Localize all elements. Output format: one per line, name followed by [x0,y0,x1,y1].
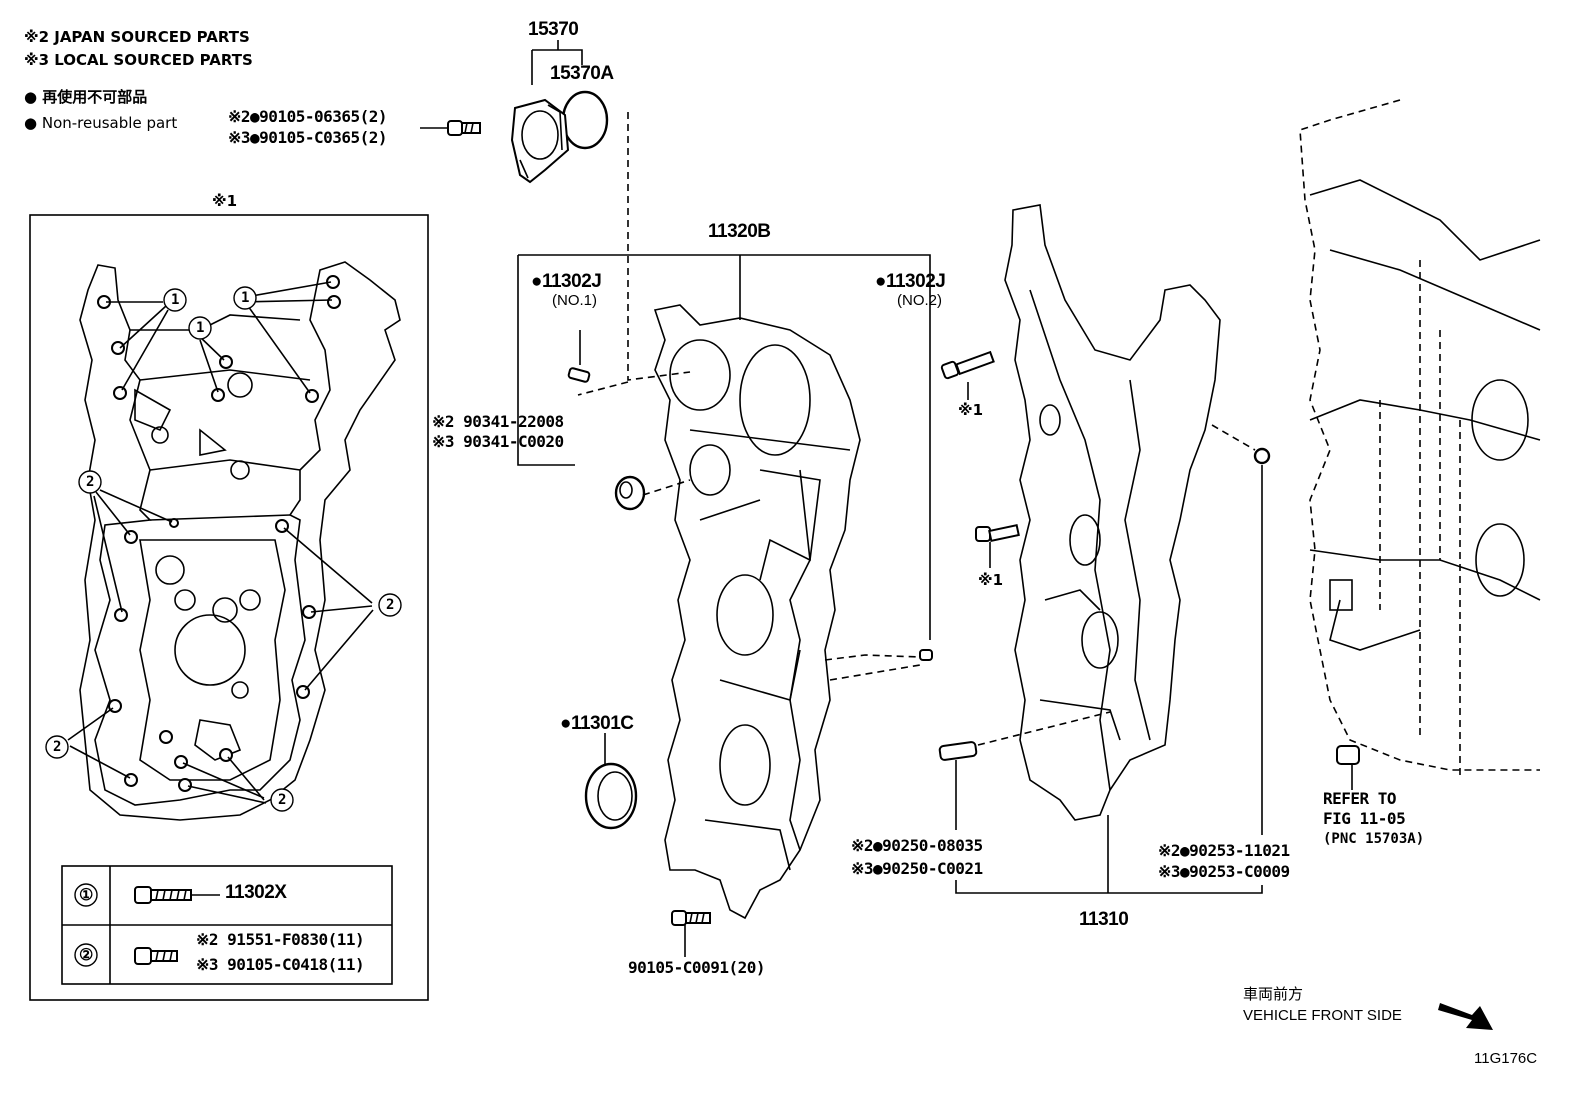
inset-callout-circles [45,286,402,812]
oring-icon [1253,447,1271,465]
bolt-local: ※3●90105-C0365(2) [228,128,388,147]
timing-cover-11320B [653,304,861,920]
inset-table-grid [61,865,393,985]
dowel-pin-icon [938,741,978,761]
callout-2: 2 [53,739,62,755]
plug-icon [614,475,646,511]
oring-icon [561,90,609,150]
callout-1: 1 [241,290,250,306]
dowel-jp: ※2●90250-08035 [851,836,983,855]
table-key-2: ② [79,945,94,964]
pin-no1-part: ●11302J [531,271,602,292]
ref-note-2: ※1 [978,571,1004,589]
part-11310: 11310 [1079,909,1129,930]
table-part-jp: ※2 91551-F0830(11) [196,930,365,949]
legend-local: ※3 LOCAL SOURCED PARTS [24,51,253,69]
part-11301C: ●11301C [560,713,634,734]
pin-no2-part: ●11302J [875,271,946,292]
refer-line-1: REFER TO [1323,789,1397,808]
front-en: VEHICLE FRONT SIDE [1243,1007,1402,1024]
bolt-icon [447,120,481,136]
front-jp: 車両前方 [1243,986,1304,1003]
legend-nonreuse-en: ● Non-reusable part [24,114,178,132]
ring-local: ※3●90253-C0009 [1158,862,1290,881]
dowel-pin-icon [919,649,933,661]
direction-arrow-icon [1438,1003,1493,1030]
table-part-11302X: 11302X [225,882,287,903]
legend-nonreuse-jp: ● 再使用不可部品 [24,88,148,106]
oil-seal-icon [584,762,638,830]
table-key-1: ① [79,885,94,904]
callout-2: 2 [386,597,395,613]
refer-line-3: (PNC 15703A) [1323,831,1425,847]
bolt-icon [671,910,711,926]
ref-note-1: ※1 [958,401,984,419]
dowel-local: ※3●90250-C0021 [851,859,983,878]
ring-jp: ※2●90253-11021 [1158,841,1290,860]
legend-japan: ※2 JAPAN SOURCED PARTS [24,28,250,46]
callout-2: 2 [86,474,95,490]
bolt-bottom: 90105-C0091(20) [628,958,766,977]
dowel-pin-icon [1336,745,1360,765]
part-15370: 15370 [528,19,579,40]
bolt-icon [975,524,1020,542]
callout-1: 1 [171,292,180,308]
dowel-pin-icon [567,367,591,383]
inset-title: ※1 [212,192,238,210]
plug-local: ※3 90341-C0020 [432,432,564,451]
figure-code: 11G176C [1474,1050,1538,1067]
callout-2: 2 [278,792,287,808]
pin-no1-label: (NO.1) [552,292,597,309]
bolt-icon [134,886,220,904]
timing-case-11310 [1004,204,1221,821]
part-11320B: 11320B [708,221,771,242]
inset-leader-lines [67,281,374,804]
inset-frame [29,214,429,1001]
engine-block-outline [1299,99,1541,780]
callout-1: 1 [196,320,205,336]
plug-jp: ※2 90341-22008 [432,412,564,431]
water-pump-pulley [510,98,570,184]
bolt-icon [134,947,178,965]
pin-no2-label: (NO.2) [897,292,942,309]
bolt-jp: ※2●90105-06365(2) [228,107,388,126]
table-part-local: ※3 90105-C0418(11) [196,955,365,974]
refer-line-2: FIG 11-05 [1323,809,1406,828]
part-15370A: 15370A [550,63,614,84]
inset-bolt-holes [97,275,341,792]
bolt-icon [940,350,995,380]
